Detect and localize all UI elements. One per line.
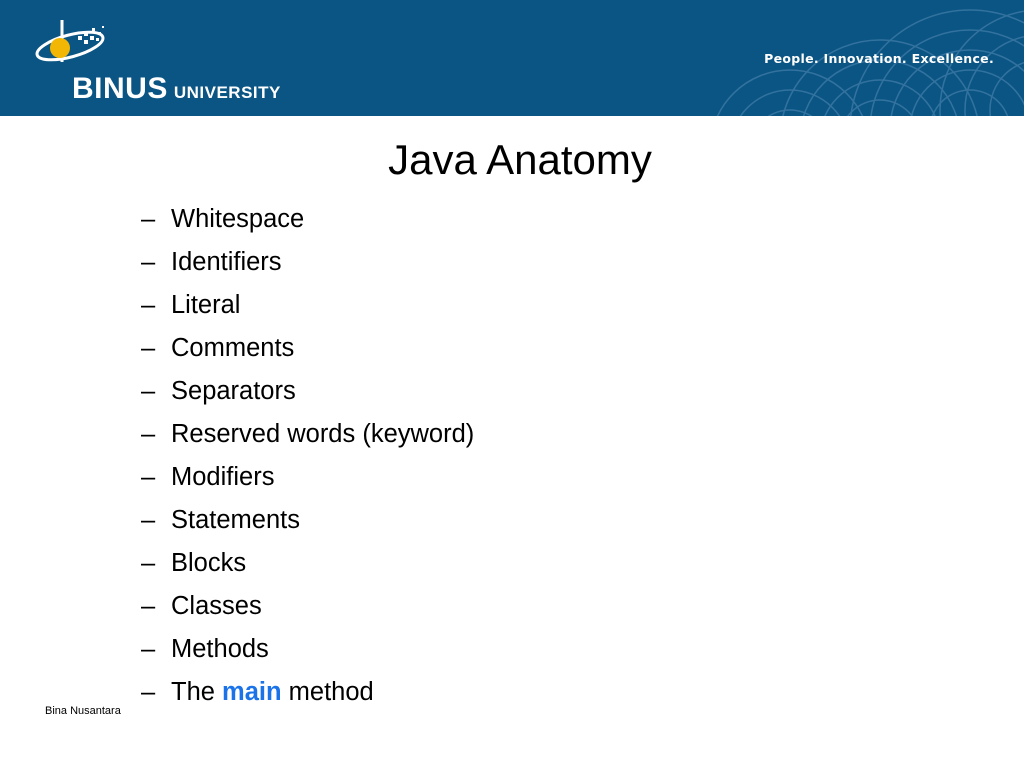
bullet-text: Identifiers [171, 248, 282, 276]
bullet-text: Blocks [171, 549, 247, 577]
bullet-item: –Statements [141, 499, 474, 542]
bullet-text: Methods [171, 635, 269, 663]
bullet-item: –Reserved words (keyword) [141, 413, 474, 456]
bullet-item-main-method: –The main method [141, 671, 474, 714]
bullet-text: Statements [171, 506, 300, 534]
bullet-dash-icon: – [141, 205, 156, 233]
bullet-list: –Whitespace–Identifiers–Literal–Comments… [141, 198, 474, 714]
decorative-arc-pattern [716, 9, 1024, 116]
bullet-item: –Comments [141, 327, 474, 370]
logo-wordmark: BINUS UNIVERSITY [72, 72, 281, 106]
slide-title: Java Anatomy [388, 136, 652, 183]
bullet-dash-icon: – [141, 463, 156, 491]
bullet-item: –Methods [141, 628, 474, 671]
bullet-item: –Modifiers [141, 456, 474, 499]
bullet-text-after: method [288, 678, 374, 706]
bullet-text: Comments [171, 334, 295, 362]
bullet-text-before: The [171, 678, 215, 706]
bullet-dash-icon: – [141, 549, 156, 577]
bullet-dash-icon: – [141, 635, 156, 663]
logo-emblem-icon [35, 20, 105, 62]
bullet-text: Reserved words (keyword) [171, 420, 475, 448]
header-banner: BINUS UNIVERSITY People. Innovation. Exce… [0, 0, 1024, 116]
tagline: People. Innovation. Excellence. [764, 51, 994, 66]
bullet-item: –Blocks [141, 542, 474, 585]
bullet-text: Classes [171, 592, 262, 620]
bullet-item: –Literal [141, 284, 474, 327]
logo-brand-text: BINUS [72, 72, 168, 105]
bullet-dash-icon: – [141, 506, 156, 534]
bullet-dash-icon: – [141, 420, 156, 448]
bullet-text: Modifiers [171, 463, 275, 491]
bullet-item: –Identifiers [141, 241, 474, 284]
bullet-dash-icon: – [141, 334, 156, 362]
footer-text: Bina Nusantara [45, 705, 121, 717]
bullet-keyword-main: main [222, 678, 282, 706]
bullet-text: Literal [171, 291, 241, 319]
logo-sub-text: UNIVERSITY [173, 83, 281, 102]
bullet-text: Whitespace [171, 205, 305, 233]
bullet-dash-icon: – [141, 678, 156, 706]
bullet-item: –Separators [141, 370, 474, 413]
bullet-item: –Whitespace [141, 198, 474, 241]
bullet-dash-icon: – [141, 291, 156, 319]
binus-university-logo: BINUS UNIVERSITY [30, 18, 300, 105]
bullet-text: Separators [171, 377, 296, 405]
bullet-dash-icon: – [141, 377, 156, 405]
bullet-dash-icon: – [141, 248, 156, 276]
bullet-dash-icon: – [141, 592, 156, 620]
bullet-item: –Classes [141, 585, 474, 628]
